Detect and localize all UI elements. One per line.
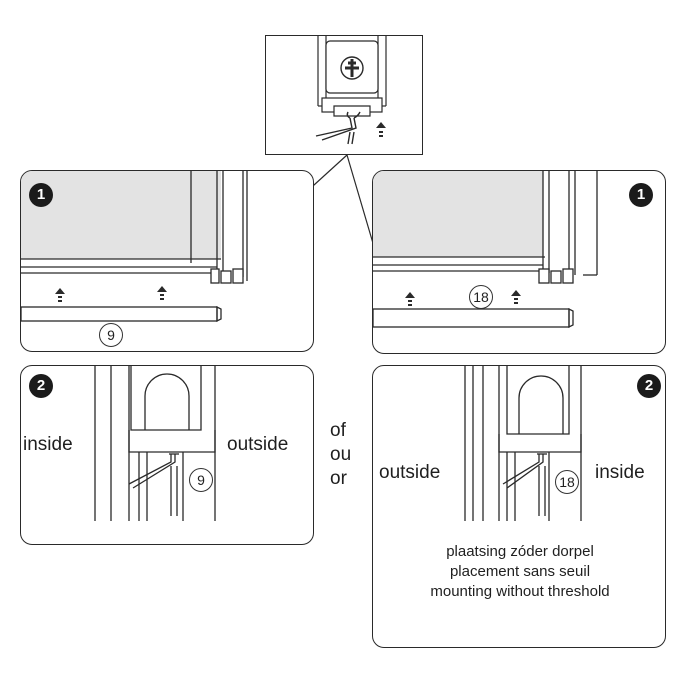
part-number: 18 [555,470,579,494]
screw-icon [340,56,364,80]
panel-bottom-left: 2 inside outside 9 [20,365,314,545]
panel-top-left-drawing [21,171,248,323]
or-word-french: ou [330,444,352,465]
panel-bottom-left-drawing [94,366,216,521]
caption-english: mounting without threshold [430,583,610,600]
step-badge: 1 [629,183,653,207]
panel-top-left: 1 9 [20,170,314,352]
caption-dutch: plaatsing zóder dorpel [446,543,594,560]
or-word-english: or [330,468,347,489]
inside-label: inside [595,462,645,483]
outside-label: outside [227,434,289,455]
up-arrow-icons [55,286,167,302]
part-number: 9 [189,468,213,492]
detail-zoom-drawing [315,36,387,145]
detail-zoom-inset [265,35,423,155]
seal-clip [315,111,361,145]
part-number: 18 [469,285,493,309]
panel-top-right-drawing [373,171,598,329]
or-word-dutch: of [330,420,346,441]
step-badge: 2 [637,374,661,398]
caption-french: placement sans seuil [449,563,591,580]
part-number: 9 [99,323,123,347]
panel-top-right: 1 18 [372,170,666,354]
step-badge: 2 [29,374,53,398]
panel-bottom-right-drawing [464,366,582,521]
inside-label: inside [23,434,73,455]
panel-bottom-right: 2 outside inside 18 plaatsing zóder dorp… [372,365,666,648]
step-badge: 1 [29,183,53,207]
up-arrow-icons [405,290,521,306]
up-arrow-icon [376,122,386,137]
outside-label: outside [379,462,441,483]
